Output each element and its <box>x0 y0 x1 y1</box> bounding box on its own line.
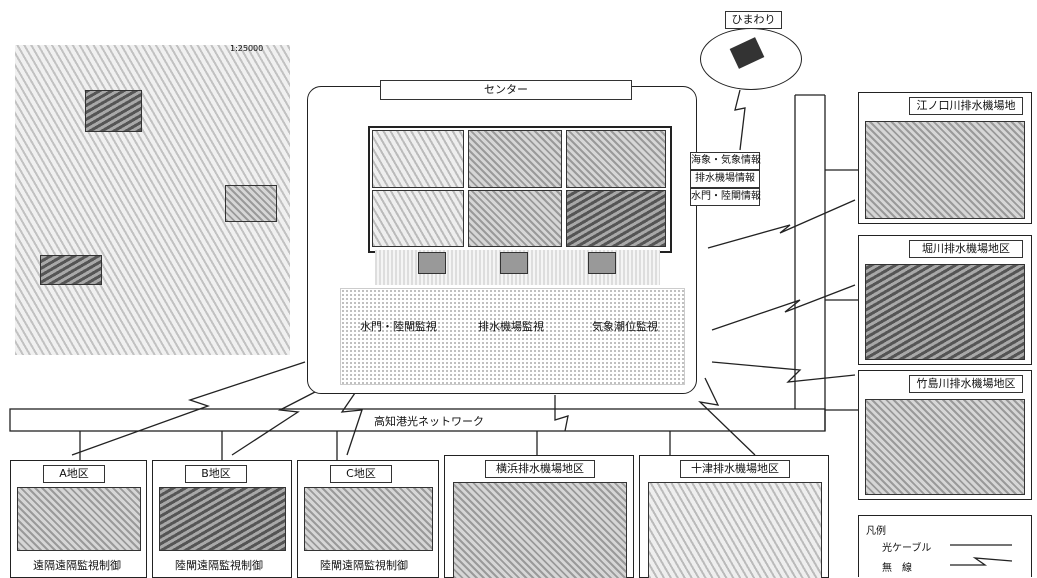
satellite-label: ひまわり <box>725 11 782 29</box>
site-label: B地区 <box>185 465 247 483</box>
site-photo <box>453 482 627 578</box>
site-panel: 十津排水機場地区 <box>639 455 829 578</box>
site-panel: 竹島川排水機場地区 <box>858 370 1032 500</box>
wireless-link <box>340 392 363 456</box>
site-label: A地区 <box>43 465 105 483</box>
monitor-function: 水門・陸閘監視 <box>360 320 437 333</box>
site-panel: 横浜排水機場地区 <box>444 455 634 578</box>
wireless-link <box>711 284 856 331</box>
monitor-function: 排水機場監視 <box>478 320 544 333</box>
site-photo <box>865 121 1025 219</box>
legend-wireless-label: 無 線 <box>882 563 912 574</box>
site-photo <box>865 264 1025 360</box>
site-label: 堀川排水機場地区 <box>909 240 1023 258</box>
map-photo <box>40 255 102 285</box>
wireless-link <box>231 391 316 456</box>
site-caption: 陸閘遠隔監視制御 <box>175 559 263 572</box>
site-label: 十津排水機場地区 <box>680 460 790 478</box>
monitor-function: 気象潮位監視 <box>592 320 658 333</box>
network-label: 高知港光ネットワーク <box>370 413 488 429</box>
site-photo <box>648 482 822 578</box>
site-photo <box>17 487 141 551</box>
site-panel: B地区 陸閘遠隔監視制御 <box>152 460 292 578</box>
legend-fiber-label: 光ケーブル <box>882 543 932 554</box>
site-panel: C地区 陸閘遠隔監視制御 <box>297 460 439 578</box>
info-tag: 排水機場情報 <box>690 170 760 188</box>
monitor-screen <box>372 190 464 247</box>
monitor-screen <box>468 130 562 188</box>
site-photo <box>159 487 286 551</box>
legend-wireless-symbol <box>950 557 1013 566</box>
wireless-link <box>707 199 856 249</box>
map-photo <box>85 90 142 132</box>
monitor-screen <box>566 190 666 247</box>
site-label: 横浜排水機場地区 <box>485 460 595 478</box>
computer-icon <box>418 252 446 274</box>
wireless-link <box>71 361 306 456</box>
site-caption: 遠隔遠隔監視制御 <box>33 559 121 572</box>
site-panel: 江ノ口川排水機場地 <box>858 92 1032 224</box>
legend-title: 凡例 <box>866 526 886 537</box>
monitor-screen <box>468 190 562 247</box>
site-photo <box>865 399 1025 495</box>
monitor-screen <box>566 130 666 188</box>
computer-icon <box>500 252 528 274</box>
wireless-link <box>734 89 746 151</box>
site-panel: 堀川排水機場地区 <box>858 235 1032 365</box>
wireless-link <box>698 377 756 456</box>
site-caption: 陸閘遠隔監視制御 <box>320 559 408 572</box>
site-label: 江ノ口川排水機場地 <box>909 97 1023 115</box>
map-scale: 1:25000 <box>230 44 264 53</box>
site-photo <box>304 487 433 551</box>
center-title: センター <box>380 80 632 100</box>
site-panel: A地区 遠隔遠隔監視制御 <box>10 460 147 578</box>
info-tag: 水門・陸閘情報 <box>690 188 761 206</box>
info-tag: 海象・気象情報 <box>690 152 761 170</box>
site-label: 竹島川排水機場地区 <box>909 375 1023 393</box>
site-label: C地区 <box>330 465 392 483</box>
monitor-screen <box>372 130 464 188</box>
wireless-link <box>711 361 856 383</box>
legend-box <box>858 515 1032 577</box>
monitoring-area <box>340 288 685 385</box>
map-photo <box>225 185 277 222</box>
wireless-link <box>554 395 569 432</box>
computer-icon <box>588 252 616 274</box>
